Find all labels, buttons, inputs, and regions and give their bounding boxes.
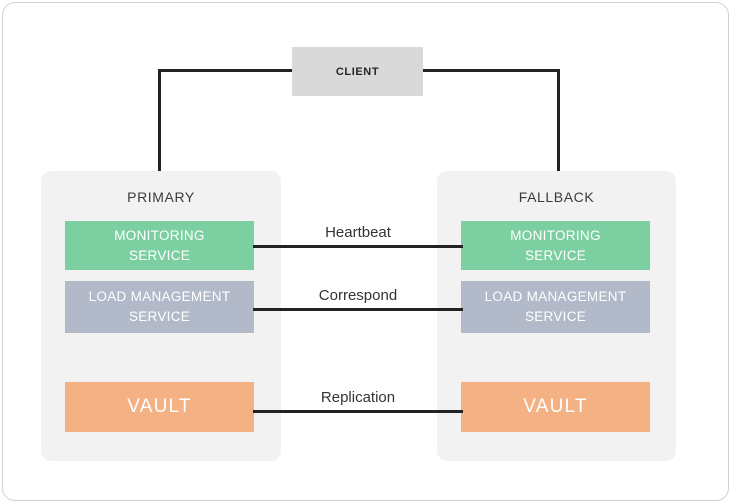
correspond-link-line	[253, 308, 463, 311]
primary-monitoring-service-label: MONITORING SERVICE	[114, 227, 205, 263]
client-primary-connector-horizontal	[158, 69, 292, 72]
client-node: CLIENT	[292, 47, 423, 96]
heartbeat-link-label: Heartbeat	[325, 224, 391, 241]
client-label: CLIENT	[335, 65, 380, 78]
client-primary-connector-vertical	[158, 69, 161, 171]
client-fallback-connector-horizontal	[423, 69, 560, 72]
correspond-link-label: Correspond	[318, 287, 398, 304]
fallback-vault-label: VAULT	[523, 396, 588, 418]
fallback-monitoring-service-node: MONITORING SERVICE	[461, 221, 650, 270]
primary-panel-title: PRIMARY	[127, 189, 195, 205]
fallback-vault-node: VAULT	[461, 382, 650, 432]
primary-panel: PRIMARY MONITORING SERVICE LOAD MANAGEME…	[41, 171, 281, 461]
fallback-panel: FALLBACK MONITORING SERVICE LOAD MANAGEM…	[437, 171, 676, 461]
replication-link-line	[253, 410, 463, 413]
heartbeat-link-line	[253, 245, 463, 248]
replication-link-label: Replication	[320, 389, 396, 406]
fallback-load-management-service-node: LOAD MANAGEMENT SERVICE	[461, 281, 650, 333]
primary-load-management-service-label: LOAD MANAGEMENT SERVICE	[88, 289, 231, 324]
fallback-monitoring-service-label: MONITORING SERVICE	[510, 227, 601, 263]
primary-monitoring-service-node: MONITORING SERVICE	[65, 221, 254, 270]
client-fallback-connector-vertical	[557, 69, 560, 171]
primary-vault-label: VAULT	[127, 396, 192, 418]
fallback-panel-title: FALLBACK	[518, 189, 595, 205]
primary-load-management-service-node: LOAD MANAGEMENT SERVICE	[65, 281, 254, 333]
fallback-load-management-service-label: LOAD MANAGEMENT SERVICE	[484, 289, 627, 324]
primary-vault-node: VAULT	[65, 382, 254, 432]
